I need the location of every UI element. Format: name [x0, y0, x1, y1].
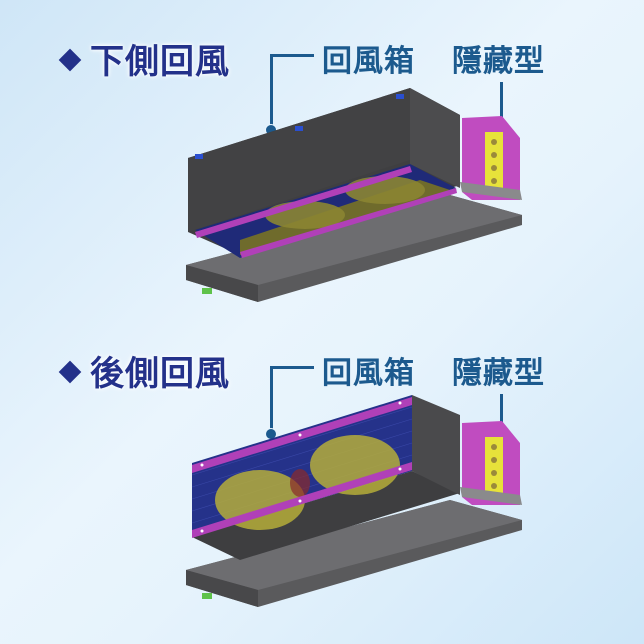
- diamond-bullet-icon: [58, 360, 82, 383]
- fan-coil-unit-bottom-return-illustration: [186, 88, 522, 302]
- leader-line-horizontal: [270, 54, 314, 57]
- panel-rear-return: 後側回風 回風箱 隱藏型: [0, 312, 644, 634]
- leader-line-vertical: [270, 54, 273, 128]
- panel-title-text: 下側回風: [90, 42, 230, 82]
- leader-line-horizontal: [270, 366, 314, 369]
- panel-title: 下側回風: [58, 34, 230, 83]
- panel-title-text: 後側回風: [90, 354, 230, 394]
- diamond-bullet-icon: [58, 48, 82, 71]
- panel-title: 後側回風: [58, 346, 230, 395]
- fan-coil-unit-rear-return-illustration: [186, 395, 522, 607]
- leader-line-vertical: [500, 82, 503, 130]
- return-air-box-label: 回風箱: [322, 44, 415, 79]
- panel-bottom-return: 下側回風 回風箱 隱藏型: [58, 34, 545, 302]
- return-air-box-label: 回風箱: [322, 356, 415, 391]
- leader-line-vertical: [270, 366, 273, 432]
- concealed-type-label: 隱藏型: [452, 356, 545, 391]
- leader-line-vertical: [500, 394, 503, 434]
- concealed-type-label: 隱藏型: [452, 44, 545, 79]
